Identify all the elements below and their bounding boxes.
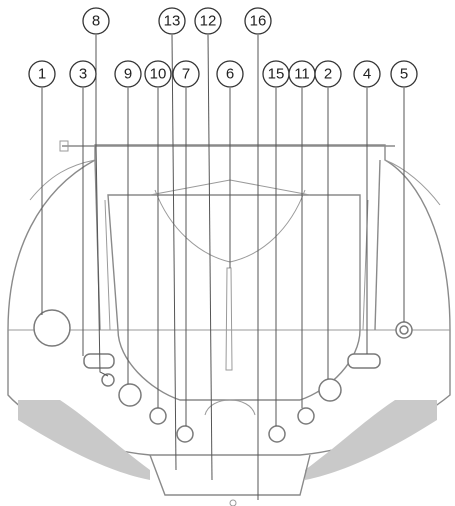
callout-6: 6 (216, 60, 244, 88)
callout-13-label: 13 (164, 13, 181, 30)
callout-7: 7 (172, 60, 200, 88)
callout-15: 15 (262, 60, 290, 88)
leader-12 (207, 34, 213, 481)
callout-8-label: 8 (92, 13, 100, 30)
callout-3: 3 (69, 60, 97, 88)
callout-11-label: 11 (294, 66, 310, 83)
callout-2: 2 (314, 60, 342, 88)
callout-10: 10 (144, 60, 172, 88)
leader-lines (41, 34, 405, 500)
callout-1-label: 1 (38, 66, 46, 83)
right-slider (347, 353, 381, 369)
callout-2-label: 2 (324, 66, 332, 83)
callout-13-circle (158, 7, 186, 35)
shell-right-ridge (384, 159, 441, 206)
button-7 (176, 425, 194, 443)
callout-2-circle (314, 60, 342, 88)
callout-12-circle (194, 7, 222, 35)
indicator-led (101, 373, 115, 387)
handle-right-rail (374, 159, 381, 331)
button-11 (297, 407, 315, 425)
leader-8b (95, 144, 109, 377)
front-stand (149, 454, 311, 496)
callout-10-circle (144, 60, 172, 88)
callout-16: 16 (244, 7, 272, 35)
button-2 (318, 378, 342, 402)
cd-needle (225, 267, 233, 371)
right-grille-shade (305, 400, 437, 480)
headphone-jack-inner (399, 325, 409, 335)
callout-9-circle (114, 60, 142, 88)
callout-4: 4 (353, 60, 381, 88)
callout-7-label: 7 (182, 66, 190, 83)
callout-6-circle (216, 60, 244, 88)
handle-left-inner (104, 199, 111, 331)
shell-top-outline (7, 144, 451, 331)
callout-9-label: 9 (124, 66, 132, 83)
callouts: 1 3 8 9 10 13 7 12 (28, 7, 418, 88)
button-15 (268, 425, 286, 443)
callout-12-label: 12 (200, 13, 217, 30)
callout-1: 1 (28, 60, 56, 88)
callout-5-circle (390, 60, 418, 88)
antenna-tip (59, 140, 69, 152)
callout-8-circle (82, 7, 110, 35)
callout-13: 13 (158, 7, 186, 35)
callout-4-circle (353, 60, 381, 88)
callout-9: 9 (114, 60, 142, 88)
callout-1-circle (28, 60, 56, 88)
shell-left-ridge (29, 159, 96, 201)
left-slider (83, 353, 115, 369)
tuning-knob (33, 309, 71, 347)
callout-7-circle (172, 60, 200, 88)
callout-4-label: 4 (363, 66, 371, 83)
callout-10-label: 10 (150, 66, 167, 83)
callout-16-circle (244, 7, 272, 35)
callout-12: 12 (194, 7, 222, 35)
button-9 (118, 383, 142, 407)
device-body (7, 140, 451, 496)
bottom-sensor (229, 499, 237, 506)
left-grille-shade (18, 400, 150, 480)
controls (33, 309, 413, 506)
callout-3-label: 3 (79, 66, 87, 83)
button-10 (149, 407, 167, 425)
callout-5-label: 5 (400, 66, 408, 83)
callout-5: 5 (390, 60, 418, 88)
cd-open-notch (204, 399, 256, 416)
callout-6-label: 6 (226, 66, 234, 83)
callout-15-label: 15 (268, 66, 285, 83)
cd-lid-outline (107, 194, 361, 401)
callout-3-circle (69, 60, 97, 88)
callout-11: 11 (288, 60, 316, 88)
callout-16-label: 16 (250, 13, 267, 30)
leader-13 (171, 34, 177, 471)
callout-8: 8 (82, 7, 110, 35)
